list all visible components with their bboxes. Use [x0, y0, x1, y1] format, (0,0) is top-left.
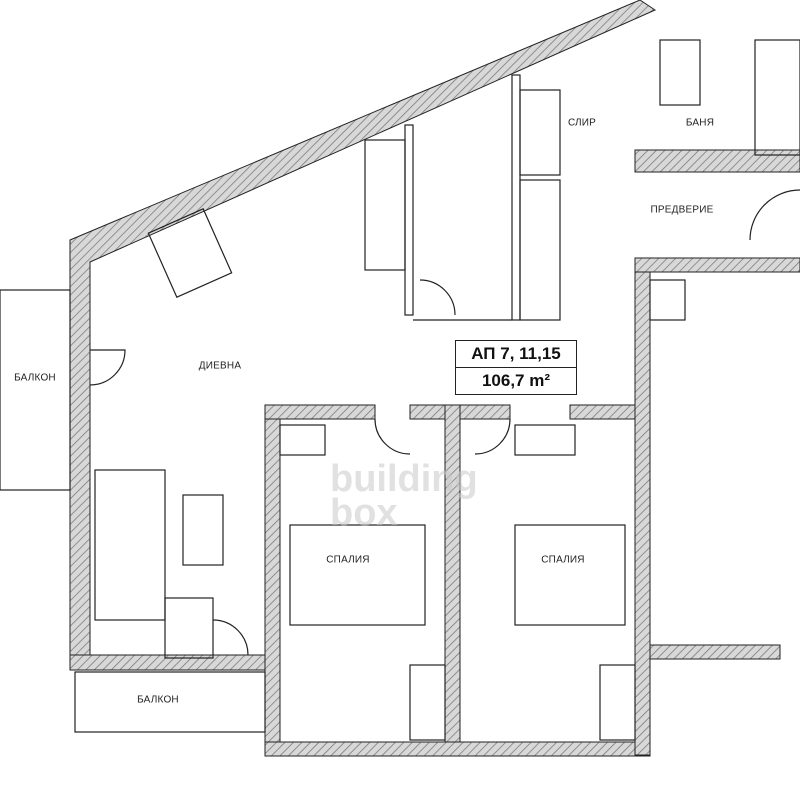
watermark-line-2: box	[330, 492, 398, 534]
room-label-bedroom-1: СПАЛИЯ	[326, 554, 370, 566]
room-label-living: ДИЕВНА	[198, 360, 242, 372]
walls	[69, 0, 800, 757]
room-label-wc: СЛИР	[567, 117, 597, 129]
room-label-balcony-bottom: БАЛКОН	[137, 694, 179, 706]
apartment-label: АП 7, 11,15 106,7 m²	[455, 340, 577, 395]
room-label-bathroom: БАНЯ	[685, 117, 715, 129]
watermark: building box	[330, 458, 478, 534]
room-label-hall: ПРЕДВЕРИЕ	[650, 204, 714, 216]
interior-lines	[0, 39, 800, 741]
apartment-area: 106,7 m²	[456, 367, 576, 394]
room-label-balcony-left: БАЛКОН	[14, 372, 56, 384]
room-label-bedroom-2: СПАЛИЯ	[541, 554, 585, 566]
apartment-title: АП 7, 11,15	[471, 344, 561, 363]
watermark-line-1: building	[330, 458, 478, 500]
